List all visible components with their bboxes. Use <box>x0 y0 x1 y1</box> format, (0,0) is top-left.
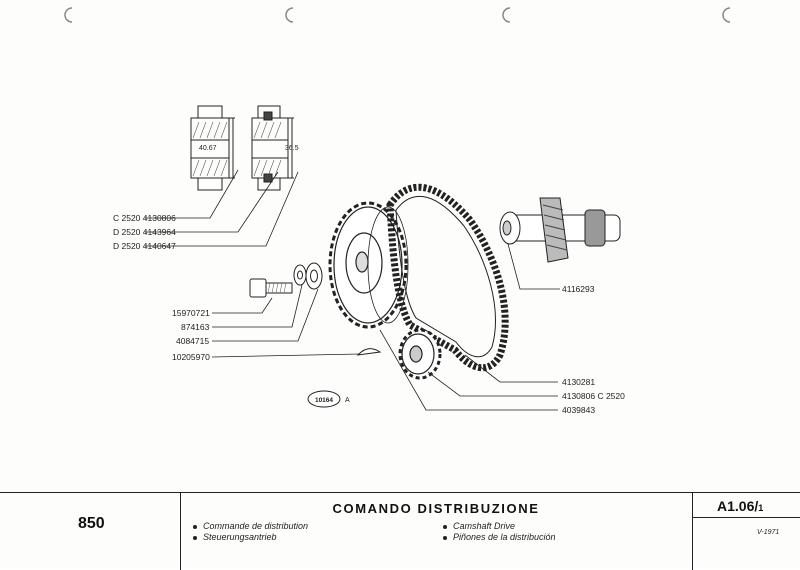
translation-item: Camshaft Drive <box>443 521 556 532</box>
bullet-icon <box>193 524 197 529</box>
sprocket-section-left <box>190 105 235 191</box>
washer-label: 874163 <box>181 322 210 332</box>
translation-item: Piñones de la distribución <box>443 532 556 543</box>
camshaft <box>499 197 621 263</box>
reference-badge: 10164 A <box>307 390 350 408</box>
camshaft-label: 4116293 <box>562 284 595 294</box>
ring-d1-label: D 2520 4143964 <box>113 227 176 237</box>
translations-right: Camshaft Drive Piñones de la distribució… <box>443 521 556 543</box>
dimension-right-label: 36.5 <box>285 145 299 152</box>
small-gear-label: 4130806 C 2520 <box>562 391 625 401</box>
translations-left: Commande de distribution Steuerungsantri… <box>193 521 308 543</box>
bullet-icon <box>443 535 447 540</box>
reference-badge-letter: A <box>345 397 350 404</box>
sprocket-section-right <box>251 105 294 191</box>
bullet-icon <box>443 524 447 529</box>
binder-holes <box>64 7 731 23</box>
code-box: A1.06/1 <box>693 493 800 518</box>
model-number: 850 <box>78 515 105 532</box>
part-leader-lines <box>211 243 560 411</box>
ring-c-label: C 2520 4130806 <box>113 213 176 223</box>
reference-badge-number: 10164 <box>315 397 333 404</box>
big-sprocket <box>328 201 409 329</box>
bolt-assembly <box>249 262 323 298</box>
chain-label: 4130281 <box>562 377 595 387</box>
translation-item: Commande de distribution <box>193 521 308 532</box>
key-label: 10205970 <box>172 352 210 362</box>
woodruff-key-shape <box>356 348 382 356</box>
big-gear-label: 4039843 <box>562 405 595 415</box>
title-cell: COMANDO DISTRIBUZIONE Commande de distri… <box>181 493 691 570</box>
exploded-parts-drawing: 40.67 36.5 C 2520 41308 <box>64 7 731 415</box>
spacer-label: 4084715 <box>176 336 209 346</box>
page-code: A1.06/1 <box>717 498 764 514</box>
catalog-footer: 850 COMANDO DISTRIBUZIONE Commande de di… <box>0 492 800 570</box>
edition-date: V-1971 <box>757 529 780 536</box>
model-cell: 850 <box>0 493 181 570</box>
ring-d2-label: D 2520 4140647 <box>113 241 176 251</box>
section-leader-lines <box>145 169 299 247</box>
bullet-icon <box>193 535 197 540</box>
translation-item: Steuerungsantrieb <box>193 532 308 543</box>
dimension-left-label: 40.67 <box>199 145 217 152</box>
small-sprocket <box>398 328 442 380</box>
code-cell: A1.06/1 V-1971 <box>692 493 800 570</box>
timing-chain <box>386 183 509 372</box>
section-title: COMANDO DISTRIBUZIONE <box>332 501 540 516</box>
bolt-label: 15970721 <box>172 308 210 318</box>
